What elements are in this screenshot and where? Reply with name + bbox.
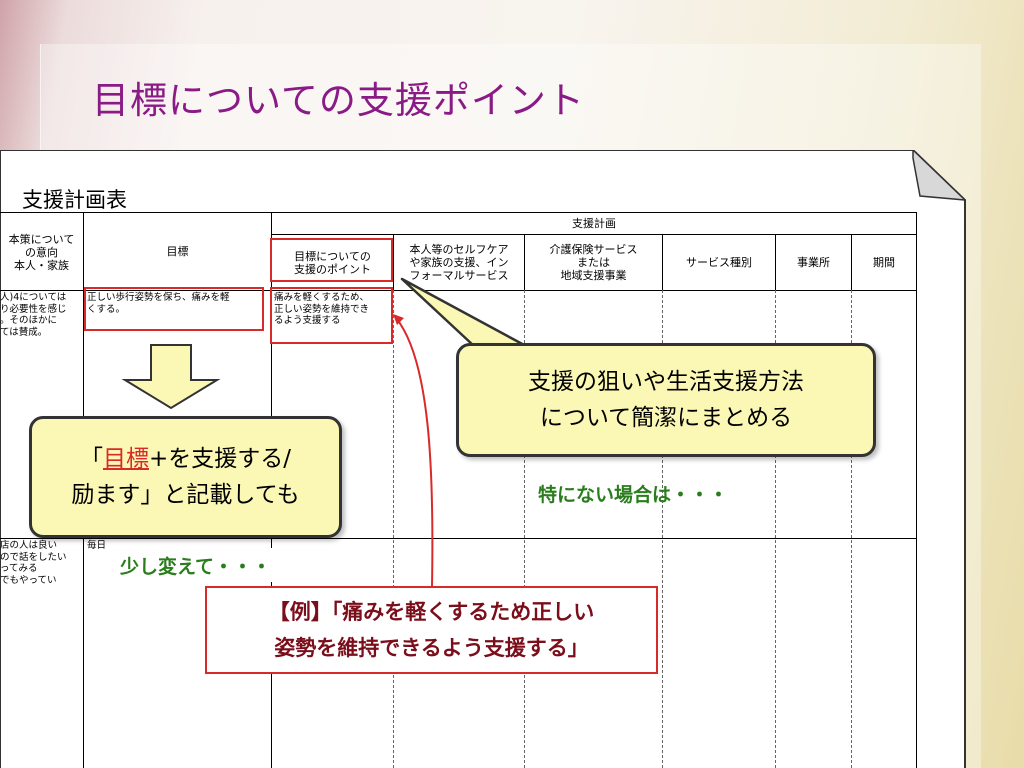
header-highlight-box [270, 238, 393, 282]
header-selfcare-line1: 本人等のセルフケア [409, 243, 509, 256]
example-box: 【例】「痛みを軽くするため正しい 姿勢を維持できるよう支援する」 [205, 586, 658, 674]
callout-goal-note-line1: 「目標+を支援する/ [80, 441, 291, 477]
open-quote: 「 [79, 446, 103, 472]
note-slightly-change: 少し変えて・・・ [120, 556, 272, 578]
row1-intention-line3: 。そのほかに [0, 315, 58, 326]
support-point-highlight-box [270, 287, 393, 344]
row1-intention-line1: 人)4については [0, 292, 67, 303]
red-arrowhead-icon [393, 314, 404, 325]
header-period: 期間 [873, 256, 895, 269]
note-mask [112, 548, 390, 582]
header-support-point-line1: 目標についての [294, 249, 371, 263]
callout-goal-note-line2: 励ます」と記載しても [71, 482, 300, 508]
header-office: 事業所 [797, 256, 830, 269]
row1-support-point-line1: 痛みを軽くするため、 [274, 292, 370, 303]
header-care-service-line1: 介護保険サービス [549, 243, 638, 256]
col-line-4 [524, 234, 525, 290]
row1-intention-line4: ては賛成。 [0, 326, 48, 338]
row1-intention-line2: り必要性を感じ [0, 303, 67, 315]
callout-support-summary-line2: について簡潔にまとめる [539, 405, 793, 431]
header-service-type: サービス種別 [686, 256, 752, 269]
table-border-right [916, 212, 917, 768]
header-selfcare-line3: フォーマルサービス [409, 269, 509, 282]
callout-pointer [400, 277, 528, 348]
col-line-3 [393, 234, 394, 290]
example-line2: 姿勢を維持できるよう支援する」 [274, 636, 589, 660]
header-support-point: 目標についての 支援のポイント [272, 235, 393, 290]
header-intention: 本策について の意向 本人・家族 [0, 226, 83, 278]
col-dashed-7 [851, 290, 852, 768]
callout-support-summary-line1: 支援の狙いや生活支援方法 [528, 369, 804, 395]
header-intention-line1: 本策について [8, 232, 75, 246]
note-none-case: 特にない場合は・・・ [538, 484, 729, 506]
goal-keyword: 目標 [102, 446, 149, 472]
callout-goal-note-rest: +を支援する/ [148, 446, 292, 472]
col-dashed-5 [662, 290, 663, 768]
row-divider [0, 538, 917, 539]
header-selfcare-line2: や家族の支援、イン [409, 256, 509, 269]
slide-title: 目標についての支援ポイント [92, 79, 585, 122]
col-line-5 [662, 234, 663, 290]
header-goal: 目標 [166, 244, 189, 258]
header-support-plan: 支援計画 [572, 216, 616, 230]
row1-support-point-line3: るよう支援する [274, 315, 341, 326]
header-care-service: 介護保険サービス または 地域支援事業 [525, 235, 662, 290]
header-intention-line3: 本人・家族 [14, 258, 69, 272]
header-care-service-line2: または [577, 256, 610, 269]
header-care-service-line3: 地域支援事業 [560, 269, 627, 282]
header-support-point-line2: 支援のポイント [294, 262, 371, 276]
row1-goal-line2: くする。 [87, 303, 126, 315]
col-dashed-4 [524, 290, 525, 768]
col-line-7 [851, 234, 852, 290]
header-intention-line2: の意向 [25, 245, 58, 259]
col-dashed-3 [393, 290, 394, 768]
callout-goal-note: 「目標+を支援する/ 励ます」と記載しても [29, 416, 342, 538]
table-border-top [0, 212, 917, 213]
row2-intention-line2: ので話をしたい [0, 551, 67, 563]
example-line1: 【例】「痛みを軽くするため正しい [268, 600, 595, 624]
row1-intention: 人)4については り必要性を感じ 。そのほかに ては賛成。 [0, 292, 82, 338]
row2-intention-line1: 店の人は良い [0, 540, 58, 551]
row1-support-point-line2: 正しい姿勢を維持でき [274, 303, 370, 315]
row2-intention-line4: でもやってい [0, 574, 57, 586]
red-curved-arrow [395, 317, 434, 588]
row2-goal: 毎日 [87, 540, 107, 551]
header-selfcare: 本人等のセルフケア や家族の支援、イン フォーマルサービス [394, 235, 524, 290]
callout-support-summary: 支援の狙いや生活支援方法 について簡潔にまとめる [456, 343, 876, 457]
col-line-6 [775, 234, 776, 290]
down-arrow-icon [121, 344, 221, 410]
group-header-divider [272, 234, 917, 235]
row2-intention: 店の人は良い ので話をしたい ってみる でもやってい [0, 540, 82, 586]
header-bottom-line [0, 290, 917, 291]
row2-intention-line3: ってみる [0, 563, 38, 574]
sheet-title: 支援計画表 [22, 188, 127, 212]
goal-highlight-box [84, 287, 264, 331]
row1-goal-line1: 正しい歩行姿勢を保ち、痛みを軽 [87, 292, 230, 303]
col-dashed-6 [775, 290, 776, 768]
row1-goal: 正しい歩行姿勢を保ち、痛みを軽 くする。 [87, 292, 269, 315]
row1-support-point: 痛みを軽くするため、 正しい姿勢を維持でき るよう支援する [274, 292, 392, 327]
